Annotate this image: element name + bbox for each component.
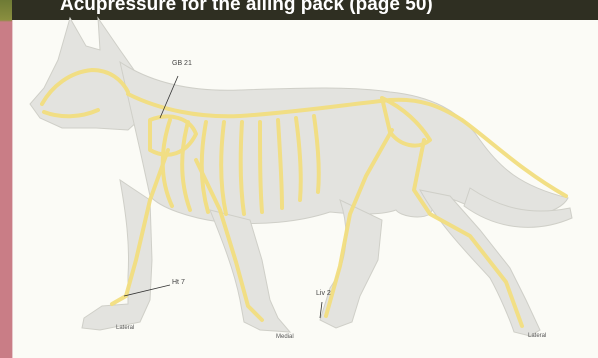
view-label-rear: Lateral — [528, 333, 546, 339]
acupoint-label-ht7: Ht 7 — [172, 279, 185, 286]
view-label-front: Lateral — [116, 325, 134, 331]
view-label-middle: Medial — [276, 334, 294, 340]
acupoint-label-liv2: Liv 2 — [316, 290, 331, 297]
acupoint-label-gb21: GB 21 — [172, 60, 192, 67]
